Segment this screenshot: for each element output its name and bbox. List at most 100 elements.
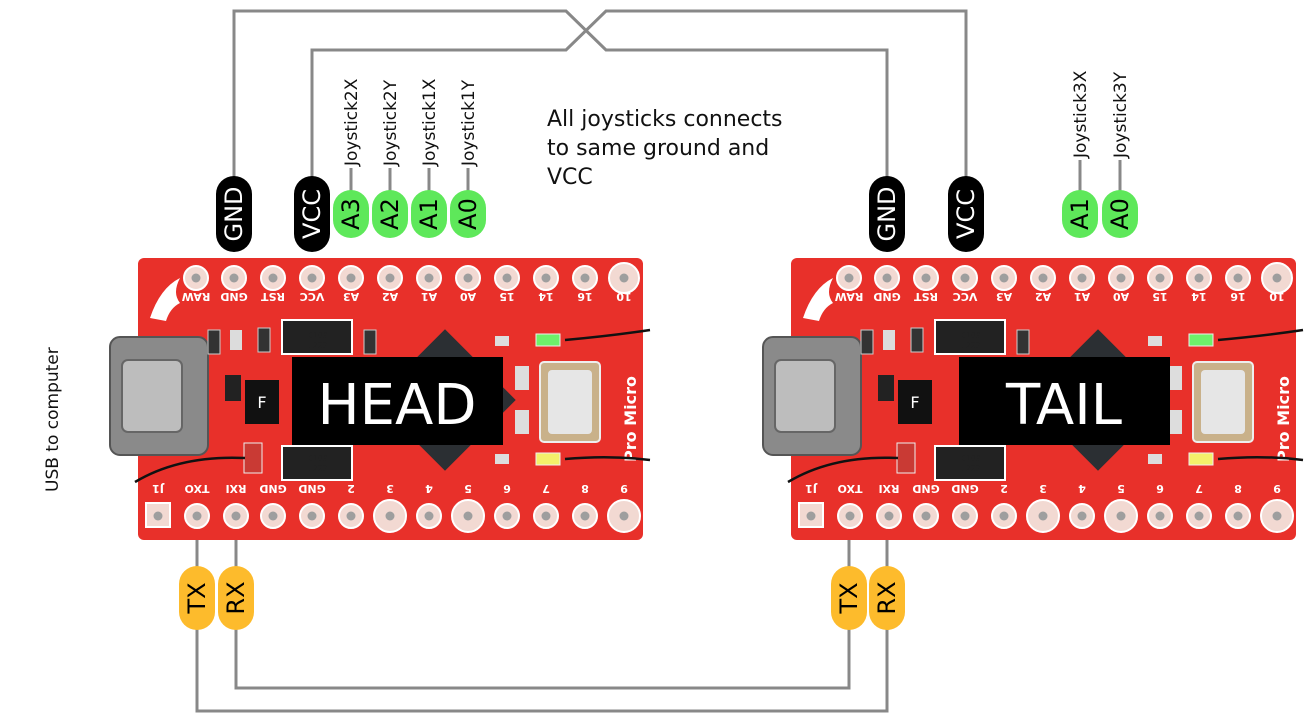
tail-tx-tag: TX [831,566,867,630]
tail-top-pin-label: GND [873,290,900,303]
head-resistor [207,329,221,355]
head-top-pin-label: RAW [182,290,211,303]
tail-bottom-pin-label: 8 [1234,482,1242,495]
tail-a0-tag: A0 [1102,190,1138,238]
head-inductor [245,380,279,424]
head-led-yellow [535,452,561,466]
tail-resistor [883,330,895,350]
tail-top-pin-hole [844,273,854,283]
head-resistor [257,327,271,353]
tail-led-yellow [1188,452,1214,466]
tail-bottom-pin-label: GND [912,482,939,495]
head-serial-tags: TX RX [179,566,254,630]
head-top-pin-hole [502,273,512,283]
svg-text:RX: RX [873,581,901,614]
head-bottom-pin-hole [619,511,629,521]
head-bottom-pin-hole [268,511,278,521]
head-smd [515,366,529,390]
head-top-pin-label: 14 [538,290,554,303]
head-joystick-label-4: Joystick1Y [459,79,479,167]
tail-bottom-pin-label: 9 [1273,482,1281,495]
head-bottom-pin-label: 3 [386,482,394,495]
head-bottom-pin-label: 4 [425,482,433,495]
head-bottom-pin-hole [502,511,512,521]
head-a2-tag: A2 [372,190,408,238]
svg-text:A1: A1 [1066,198,1094,230]
svg-text:GND: GND [220,186,248,241]
tail-bottom-pin-label: 4 [1078,482,1086,495]
head-bottom-pin-hole [463,511,473,521]
tail-top-pin-label: 16 [1230,290,1246,303]
tail-resistor [860,329,874,355]
head-bottom-pin-label: 5 [464,482,472,495]
tail-bottom-pin-label: 5 [1117,482,1125,495]
head-joystick-label-3: Joystick1X [420,78,440,167]
head-top-pin-hole [346,273,356,283]
svg-text:RX: RX [222,581,250,614]
head-a3-tag: A3 [333,190,369,238]
head-top-pin-label: RST [261,290,285,303]
tail-rx-tag: RX [869,566,905,630]
tail-chip-text: 1223 [961,341,980,350]
head-top-pin-label: A2 [382,290,398,303]
tail-bottom-pin-label: TXO [838,482,863,495]
svg-text:GND: GND [873,186,901,241]
head-top-pin-hole [268,273,278,283]
tail-top-pin-label: 15 [1152,290,1167,303]
tail-resistor [1016,329,1030,355]
tail-serial-tags: TX RX [831,566,905,630]
tail-jumper-wire [787,456,899,484]
tail-top-pin-label: A1 [1074,290,1090,303]
tail-bottom-pin-hole [1116,511,1126,521]
head-usb-socket [121,359,183,433]
tail-top-pin-label: A2 [1035,290,1051,303]
head-bottom-pin-label: J1 [152,482,165,495]
tail-top-pin-label: 14 [1191,290,1207,303]
head-jumper-wire [564,328,651,342]
tail-smd [1168,410,1182,434]
head-top-pin-label: A1 [421,290,437,303]
head-smd [515,410,529,434]
tail-bottom-pin-label: GND [951,482,978,495]
head-bottom-pin-label: 2 [347,482,355,495]
head-bottom-pin-hole [307,511,317,521]
head-gnd-tag: GND [216,176,252,252]
head-top-pin-label: VCC [300,290,325,303]
wire-head-rx-to-tail-tx [234,540,851,690]
head-tx-tag: TX [179,566,215,630]
svg-text:A3: A3 [337,198,365,230]
usb-label: USB to computer [43,347,63,492]
note-line-2: to same ground and [547,136,769,161]
tail-joystick-label-1: Joystick3X [1071,70,1091,159]
head-a1-tag: A1 [411,190,447,238]
head-top-pin-hole [424,273,434,283]
tail-top-pin-hole [1038,273,1048,283]
tail-analog-tags: A1 A0 [1062,190,1138,238]
tail-gnd-tag: GND [869,176,905,252]
tail-chip-text: C10# [961,331,980,340]
tail-top-pin-hole [999,273,1009,283]
tail-regulator-bottom [934,445,1006,481]
tail-joystick-labels: Joystick3X Joystick3Y [1071,70,1131,159]
tail-a1-tag: A1 [1062,190,1098,238]
svg-text:VCC: VCC [298,189,326,239]
tail-top-pin-hole [960,273,970,283]
tail-bottom-pin-hole [960,511,970,521]
head-bottom-pin-label: TXO [185,482,210,495]
head-bottom-pin-label: GND [259,482,286,495]
head-joystick-label-1: Joystick2X [342,78,362,167]
tail-top-pin-label: 10 [1269,290,1285,303]
tail-bottom-pin-hole [1038,511,1048,521]
head-led-green [535,333,561,347]
tail-bottom-pin-hole [884,511,894,521]
tail-top-pin-label: RST [914,290,938,303]
tail-top-pin-hole [1272,273,1282,283]
tail-top-pin-hole [1233,273,1243,283]
tail-top-pin-label: A3 [996,290,1012,303]
tail-jumper-wire [1217,328,1304,342]
head-top-pin-label: 10 [616,290,632,303]
head-top-pin-label: GND [220,290,247,303]
head-chip-text: 1223 [308,341,327,350]
head-jumper-wire [564,455,651,462]
